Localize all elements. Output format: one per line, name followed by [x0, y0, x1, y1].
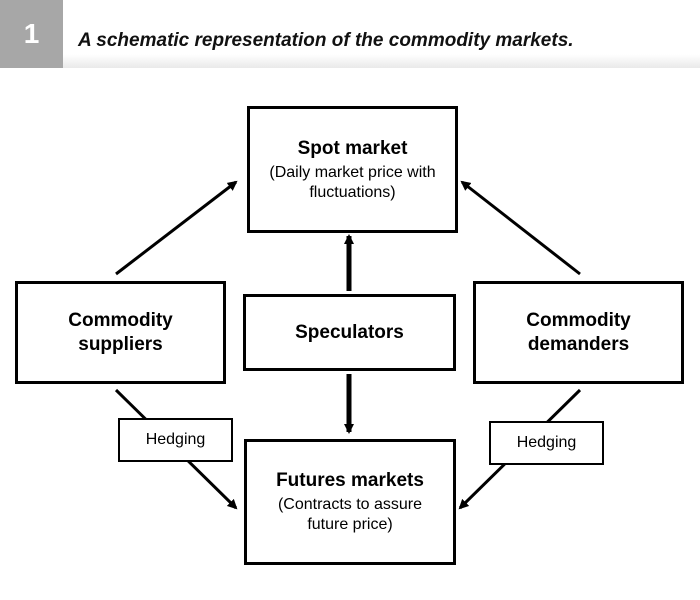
node-commodity-suppliers-title: Commodity suppliers — [68, 309, 173, 355]
node-futures-markets-subtitle: (Contracts to assure future price) — [277, 496, 423, 533]
figure-number: 1 — [0, 0, 63, 68]
arrow-suppliers-to-spot — [115, 180, 238, 276]
arrow-demanders-to-spot — [460, 180, 581, 276]
node-spot-market-title: Spot market — [297, 137, 408, 159]
label-hedging-left: Hedging — [118, 418, 233, 462]
node-speculators-title: Speculators — [295, 321, 404, 343]
node-speculators: Speculators — [243, 294, 456, 371]
node-futures-markets-title: Futures markets — [276, 470, 424, 491]
node-commodity-suppliers: Commodity suppliers — [15, 281, 226, 384]
figure-caption: A schematic representation of the commod… — [78, 30, 574, 51]
node-commodity-demanders: Commodity demanders — [473, 281, 684, 384]
node-spot-market-subtitle: (Daily market price with fluctuations) — [269, 163, 436, 201]
node-spot-market: Spot market (Daily market price with flu… — [247, 106, 458, 233]
header-band — [0, 0, 700, 68]
label-hedging-right: Hedging — [489, 421, 604, 465]
node-commodity-demanders-title: Commodity demanders — [526, 309, 631, 355]
node-futures-markets: Futures markets (Contracts to assure fut… — [244, 439, 456, 565]
